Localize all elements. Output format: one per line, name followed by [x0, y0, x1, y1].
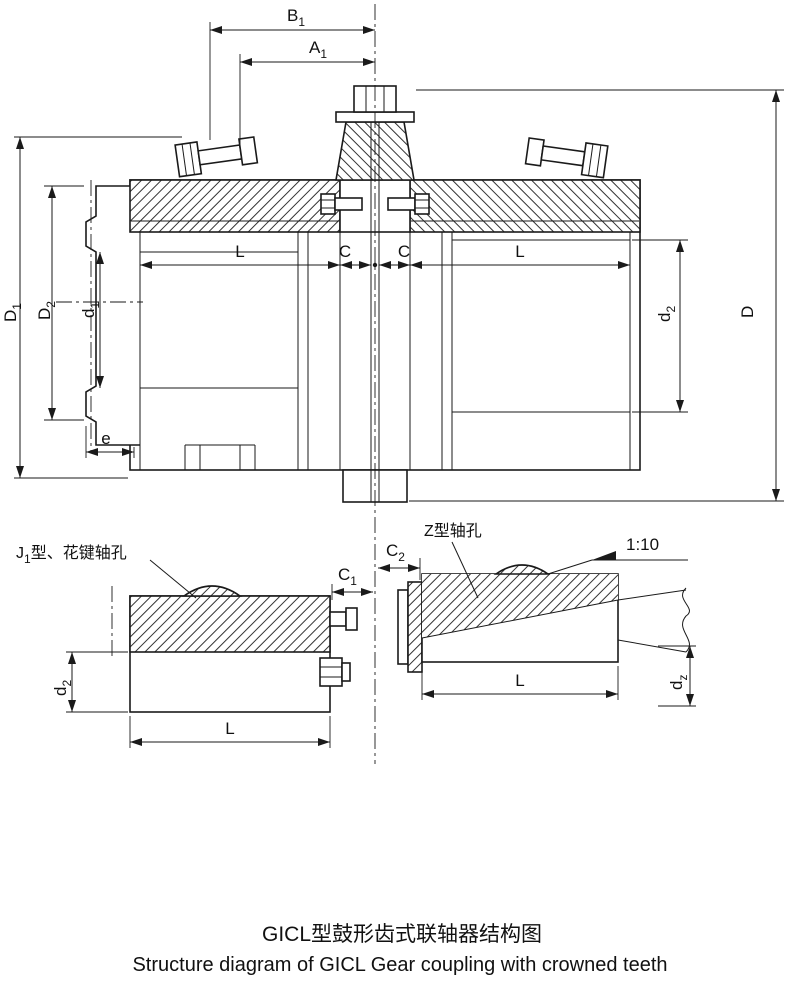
dim-label-e: e [101, 429, 110, 448]
dim-label-d2-main: d2 [655, 306, 678, 322]
dim-label-b1: B1 [287, 6, 305, 29]
z-lock-plate [407, 581, 423, 673]
dim-label-C-right: C [398, 242, 410, 261]
dim-label-a1: A1 [309, 38, 327, 61]
z-taper-bore-line [421, 599, 619, 639]
dim-C1: C1 [331, 565, 373, 600]
j1-crown-bump [181, 585, 243, 597]
dim-b1: B1 [209, 6, 375, 140]
dim-label-C-left: C [339, 242, 351, 261]
taper-flag: 1:10 [547, 535, 688, 575]
caption-english: Structure diagram of GICL Gear coupling … [132, 954, 667, 976]
sleeve-left-hatched [129, 179, 341, 233]
detail-j1-view: d2 L C1 J1型、花键轴孔 [16, 544, 373, 748]
dim-label-d2-detail: d2 [51, 680, 74, 696]
left-flange-bolt [174, 136, 259, 178]
right-flange-bolt [524, 137, 609, 179]
dim-e: e [85, 426, 135, 458]
dim-L-detail-right: L [421, 666, 619, 700]
dim-label-L-left: L [235, 242, 244, 261]
note-j1-type: J1型、花键轴孔 [16, 544, 127, 566]
dim-label-d1: d1 [79, 302, 102, 318]
z-end-plate [397, 589, 409, 665]
right-set-bolt [387, 193, 430, 215]
z-hub-hatched [422, 574, 618, 638]
z-crown-bump [493, 564, 551, 575]
sleeve-right-hatched [409, 179, 641, 233]
dim-label-dz: dz [667, 675, 690, 690]
dim-L-detail-left: L [129, 716, 331, 748]
j1-hub-hatched [129, 595, 331, 653]
main-section-view [85, 85, 641, 503]
dim-D-main: D [409, 89, 784, 502]
dim-D2: D2 [35, 185, 84, 421]
dim-label-C2: C2 [386, 541, 405, 564]
dim-label-L-right: L [515, 242, 524, 261]
dim-a1: A1 [239, 38, 375, 145]
z-leader-line [451, 541, 479, 599]
dim-C2: C2 [378, 541, 421, 580]
caption-chinese: GICL型鼓形齿式联轴器结构图 [262, 923, 542, 946]
dim-label-L-detail-right: L [515, 671, 524, 690]
dim-label-D2: D2 [35, 301, 58, 320]
dim-d2-main: d2 [632, 239, 688, 413]
dim-D1: D1 [1, 136, 182, 479]
dim-d2-detail: d2 [51, 651, 128, 713]
note-z-type: Z型轴孔 [424, 522, 482, 540]
left-shaft-step [184, 444, 256, 470]
z-shaft-end [617, 587, 690, 653]
left-set-bolt [320, 193, 363, 215]
dim-label-L-detail-left: L [225, 719, 234, 738]
dim-label-C1: C1 [338, 565, 357, 588]
dim-label-D1: D1 [1, 303, 24, 322]
taper-label: 1:10 [626, 535, 659, 554]
dim-dz: dz [658, 645, 696, 707]
dim-L-C-C-L: L C C L [140, 242, 630, 269]
detail-z-view: 1:10 C2 L dz Z型轴孔 [378, 522, 696, 707]
j1-leader-line [149, 559, 197, 599]
dim-d1: d1 [79, 252, 104, 388]
j1-side-bolt-upper [329, 607, 358, 631]
j1-side-bolt-lower [319, 657, 351, 687]
dim-label-D-main: D [738, 306, 757, 318]
